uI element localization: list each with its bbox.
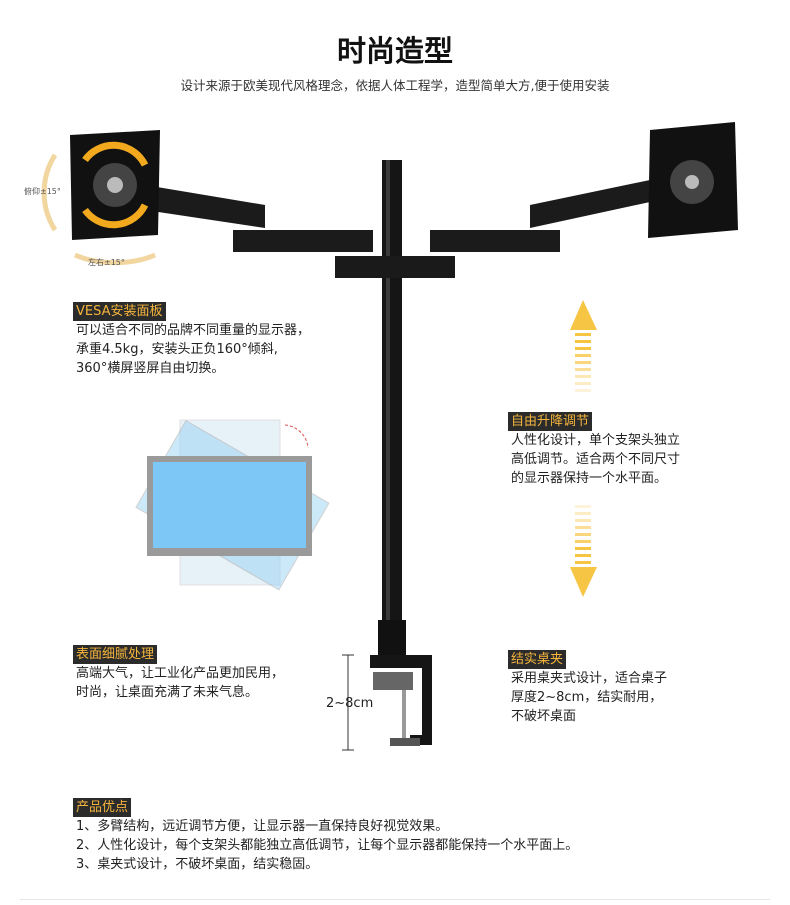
feature-tag-height: 自由升降调节 — [508, 412, 593, 431]
up-arrow-icon — [570, 300, 597, 392]
feature-tag-vesa: VESA安装面板 — [73, 302, 166, 321]
desc-line: 时尚，让桌面充满了未来气息。 — [76, 685, 259, 700]
rotating-monitor-illustration — [135, 419, 330, 591]
tilt-arrow — [41, 153, 58, 232]
swivel-arrow — [73, 252, 157, 266]
desc-line: 360°横屏竖屏自由切换。 — [76, 361, 225, 376]
desc-line: 高端大气，让工业化产品更加民用， — [76, 666, 285, 681]
left-arm-1 — [233, 230, 373, 252]
crossbar — [335, 256, 455, 278]
feature-desc-clamp: 采用桌夹式设计，适合桌子 厚度2~8cm，结实耐用， 不破坏桌面 — [511, 669, 667, 726]
pole — [382, 160, 402, 630]
divider — [20, 899, 770, 900]
right-arm-2 — [530, 180, 650, 228]
feature-tag-surface: 表面细腻处理 — [73, 645, 158, 664]
desc-line: 人性化设计，单个支架头独立 — [511, 433, 681, 448]
clamp — [370, 655, 432, 745]
advantage-item: 3、桌夹式设计，不破坏桌面，结实稳固。 — [76, 857, 319, 872]
left-arm-2 — [145, 185, 265, 228]
swivel-label: 左右±15° — [88, 258, 125, 267]
feature-desc-surface: 高端大气，让工业化产品更加民用， 时尚，让桌面充满了未来气息。 — [76, 664, 284, 702]
feature-desc-height: 人性化设计，单个支架头独立 高低调节。适合两个不同尺寸 的显示器保持一个水平面。 — [511, 431, 680, 488]
tilt-label: 俯仰±15° — [24, 187, 61, 196]
desc-line: 厚度2~8cm，结实耐用， — [511, 690, 663, 705]
desc-line: 可以适合不同的品牌不同重量的显示器， — [76, 323, 311, 338]
advantages-list: 1、多臂结构，远近调节方便，让显示器一直保持良好视觉效果。 2、人性化设计，每个… — [76, 817, 578, 874]
clamp-range-label: 2~8cm — [326, 696, 374, 711]
desc-line: 的显示器保持一个水平面。 — [511, 471, 668, 486]
feature-desc-vesa: 可以适合不同的品牌不同重量的显示器， 承重4.5kg，安装头正负160°倾斜, … — [76, 321, 310, 378]
desc-line: 高低调节。适合两个不同尺寸 — [511, 452, 681, 467]
page-subtitle: 设计来源于欧美现代风格理念，依据人体工程学，造型简单大方,便于使用安装 — [180, 78, 610, 93]
desc-line: 采用桌夹式设计，适合桌子 — [511, 671, 668, 686]
right-arm-1 — [430, 230, 560, 252]
advantages-tag: 产品优点 — [73, 798, 132, 817]
desc-line: 不破坏桌面 — [511, 709, 577, 724]
desc-line: 承重4.5kg，安装头正负160°倾斜, — [76, 342, 278, 357]
page-title: 时尚造型 — [336, 34, 453, 68]
advantage-item: 1、多臂结构，远近调节方便，让显示器一直保持良好视觉效果。 — [76, 819, 449, 834]
down-arrow-icon — [570, 505, 597, 597]
advantage-item: 2、人性化设计，每个支架头都能独立高低调节，让每个显示器都能保持一个水平面上。 — [76, 838, 579, 853]
feature-tag-clamp: 结实桌夹 — [508, 650, 567, 669]
right-vesa-plate — [648, 122, 738, 238]
clamp-collar — [378, 620, 406, 658]
left-vesa-plate — [70, 130, 160, 240]
